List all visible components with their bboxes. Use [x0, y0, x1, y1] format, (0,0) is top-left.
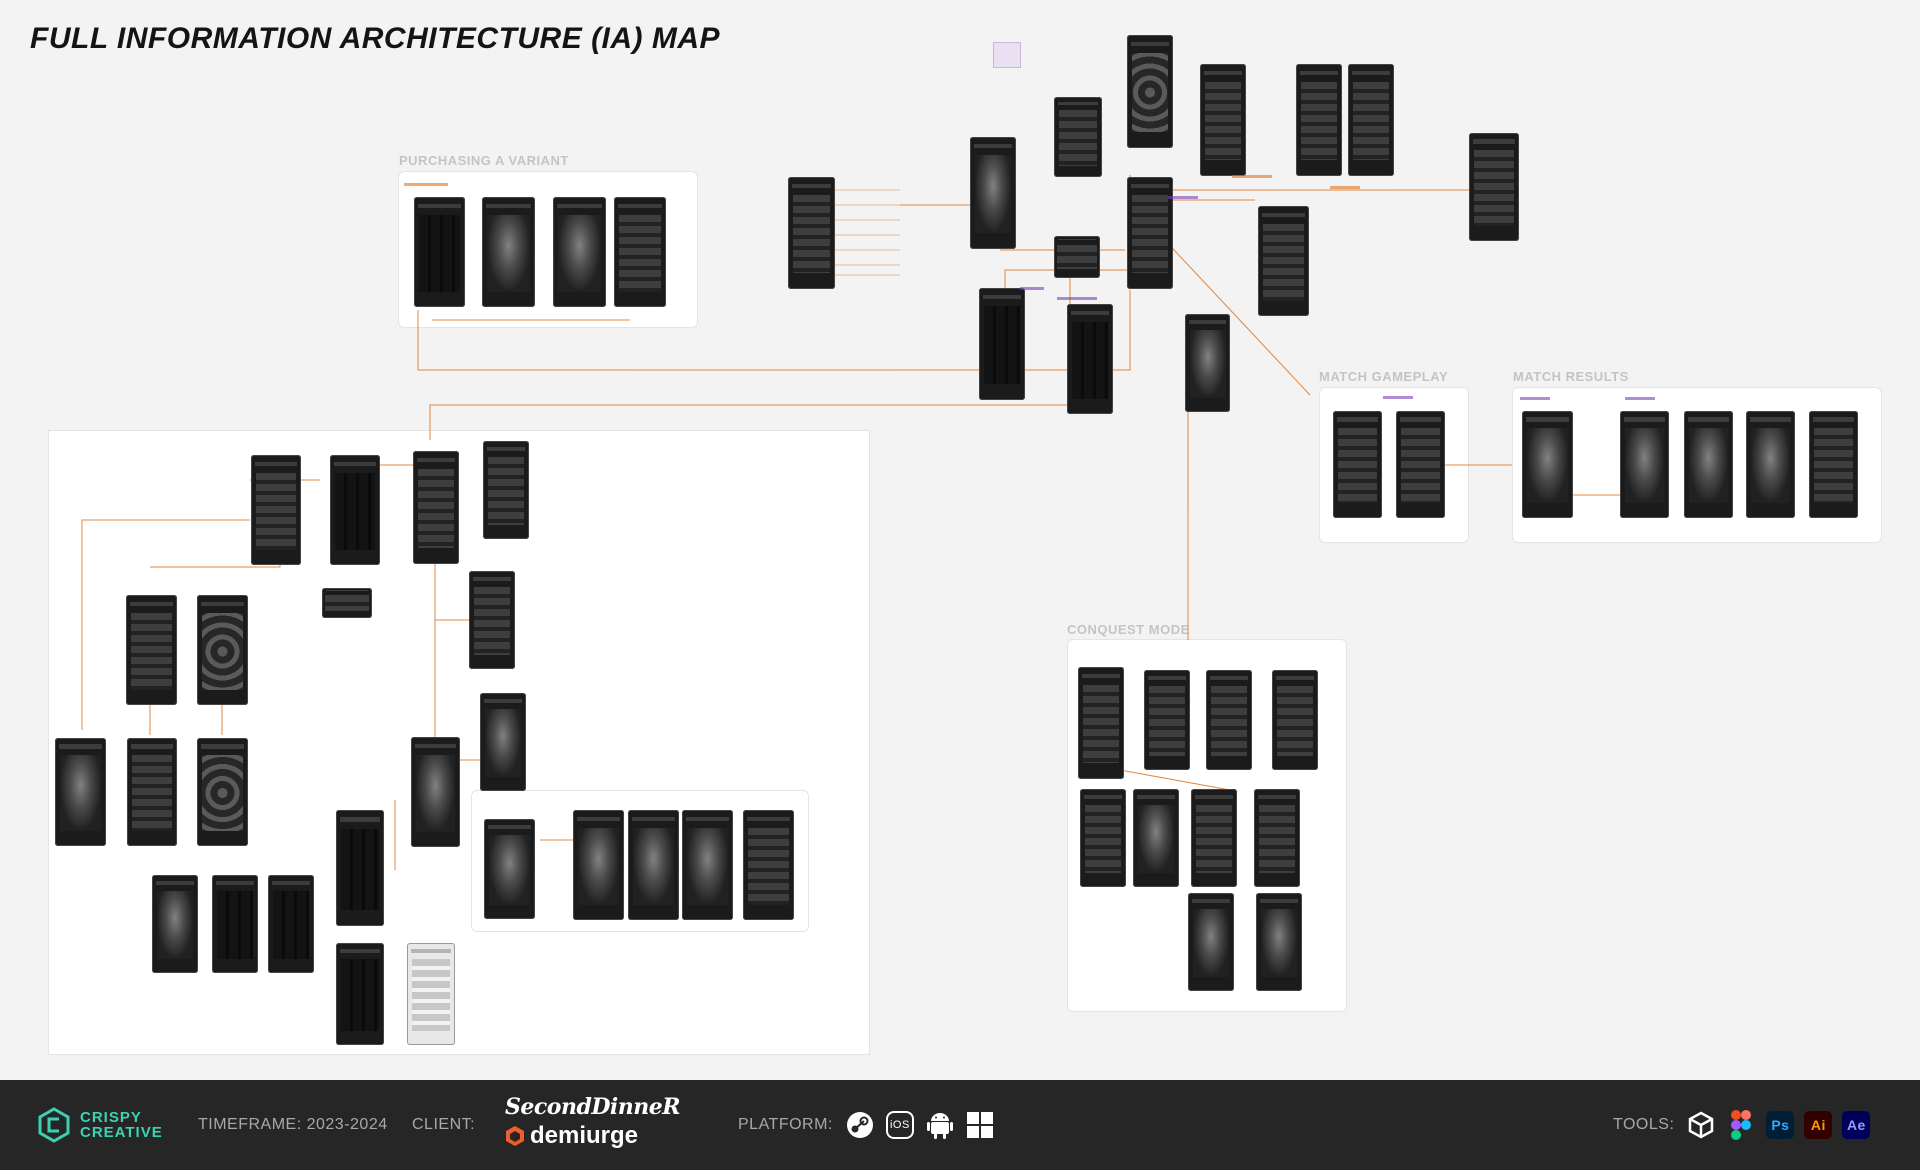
screen-collection — [1067, 304, 1113, 414]
screen-prestige — [407, 943, 455, 1045]
after-effects-icon: Ae — [1842, 1111, 1871, 1139]
screen-match-1 — [1333, 411, 1382, 518]
screen-conquest-9 — [1188, 893, 1234, 991]
screen-settings — [1054, 97, 1102, 177]
screen-news — [1200, 64, 1246, 176]
screen-result-3 — [1684, 411, 1733, 518]
screen-card-grid — [330, 455, 380, 565]
screen-upgrade-small — [322, 588, 372, 618]
tools-label: TOOLS: — [1613, 1116, 1675, 1133]
timeframe: TIMEFRAME: 2023-2024 — [198, 1116, 388, 1133]
screen-conquest-5 — [1080, 789, 1126, 887]
screen-result-2 — [1620, 411, 1669, 518]
screen-conquest-7 — [1191, 789, 1237, 887]
tools-group: TOOLS: Ps Ai Ae — [1613, 1080, 1871, 1170]
demiurge-gem-icon — [506, 1126, 524, 1146]
screen-toasts — [788, 177, 835, 289]
crispy-creative-logo-icon — [38, 1107, 70, 1143]
screen-upgrade-4 — [682, 810, 733, 920]
screen-title-detail — [127, 738, 177, 846]
screen-main-hub — [1127, 177, 1173, 289]
screen-avatar — [197, 595, 248, 705]
brand-name: CRISPY CREATIVE — [80, 1110, 163, 1140]
screen-collection-level — [1469, 133, 1519, 241]
screen-profile — [1127, 35, 1173, 148]
screen-conquest-1 — [1078, 667, 1124, 779]
platform-group: PLATFORM: iOS — [738, 1080, 995, 1170]
screen-upgrade-2 — [573, 810, 624, 920]
brand-line-1: CRISPY — [80, 1109, 142, 1126]
steam-icon — [845, 1110, 875, 1140]
screen-purchase-2 — [482, 197, 535, 307]
screen-avatar-detail — [197, 738, 248, 846]
ia-map-canvas: FULL INFORMATION ARCHITECTURE (IA) MAP P… — [30, 22, 1882, 1055]
screen-cardback-detail — [55, 738, 106, 846]
screen-variant-pick-2 — [212, 875, 258, 973]
platform-label: PLATFORM: — [738, 1116, 833, 1133]
client-second-dinner: SecondDinneR — [505, 1094, 681, 1120]
screen-conquest-2 — [1144, 670, 1190, 770]
screen-purchase-1 — [414, 197, 465, 307]
section-label-conquest: CONQUEST MODE — [1067, 622, 1190, 637]
ios-text: iOS — [885, 1111, 914, 1139]
screen-custom-card — [336, 943, 384, 1045]
photoshop-icon: Ps — [1766, 1111, 1795, 1139]
screen-search-filter — [469, 571, 515, 669]
screen-missions-2 — [1348, 64, 1394, 176]
screen-match-2 — [1396, 411, 1445, 518]
screen-result-5 — [1809, 411, 1858, 518]
client-logos: SecondDinneR demiurge — [505, 1094, 681, 1160]
screen-upgrade-5 — [743, 810, 794, 920]
client-demiurge: demiurge — [505, 1122, 675, 1150]
screen-deck-list — [979, 288, 1025, 400]
screen-conquest-4 — [1272, 670, 1318, 770]
note-placeholder — [993, 42, 1021, 68]
screen-card-back — [126, 595, 177, 705]
figma-icon — [1726, 1110, 1756, 1140]
screen-variants — [336, 810, 384, 926]
screen-season-pass — [970, 137, 1016, 249]
screen-variant-pick-3 — [268, 875, 314, 973]
screen-result-1 — [1522, 411, 1573, 518]
screen-deck-edit — [251, 455, 301, 565]
screen-purchase-4 — [614, 197, 666, 307]
section-label-match-results: MATCH RESULTS — [1513, 369, 1629, 384]
page-title: FULL INFORMATION ARCHITECTURE (IA) MAP — [30, 22, 721, 55]
screen-variant-pick-1 — [152, 875, 198, 973]
screen-card-detail — [411, 737, 460, 847]
brand-logo: CRISPY CREATIVE — [38, 1080, 163, 1170]
client-demiurge-text: demiurge — [530, 1122, 639, 1149]
footer-bar: CRISPY CREATIVE TIMEFRAME: 2023-2024 CLI… — [0, 1080, 1920, 1170]
screen-conquest-6 — [1133, 789, 1179, 887]
client-label: CLIENT: — [412, 1116, 476, 1133]
windows-icon — [965, 1110, 995, 1140]
screen-game-mode — [1185, 314, 1230, 412]
brand-line-2: CREATIVE — [80, 1124, 163, 1141]
screen-conquest-3 — [1206, 670, 1252, 770]
ios-icon: iOS — [885, 1110, 915, 1140]
android-icon — [925, 1110, 955, 1140]
screen-card-detail-split — [480, 693, 526, 791]
section-label-purchasing: PURCHASING A VARIANT — [399, 153, 569, 168]
screen-purchase-3 — [553, 197, 606, 307]
screen-upgrade-3 — [628, 810, 679, 920]
screen-conquest-10 — [1256, 893, 1302, 991]
illustrator-icon: Ai — [1804, 1111, 1833, 1139]
screen-conquest-8 — [1254, 789, 1300, 887]
screen-collection-dark — [413, 451, 459, 564]
screen-sort-overlay — [483, 441, 529, 539]
unity-icon — [1686, 1110, 1716, 1140]
section-label-match-gameplay: MATCH GAMEPLAY — [1319, 369, 1449, 384]
screen-missions-1 — [1296, 64, 1342, 176]
screen-result-4 — [1746, 411, 1795, 518]
screen-shop-popup — [1054, 236, 1100, 278]
screen-upgrade-1 — [484, 819, 535, 919]
screen-ranked-rewards — [1258, 206, 1309, 316]
